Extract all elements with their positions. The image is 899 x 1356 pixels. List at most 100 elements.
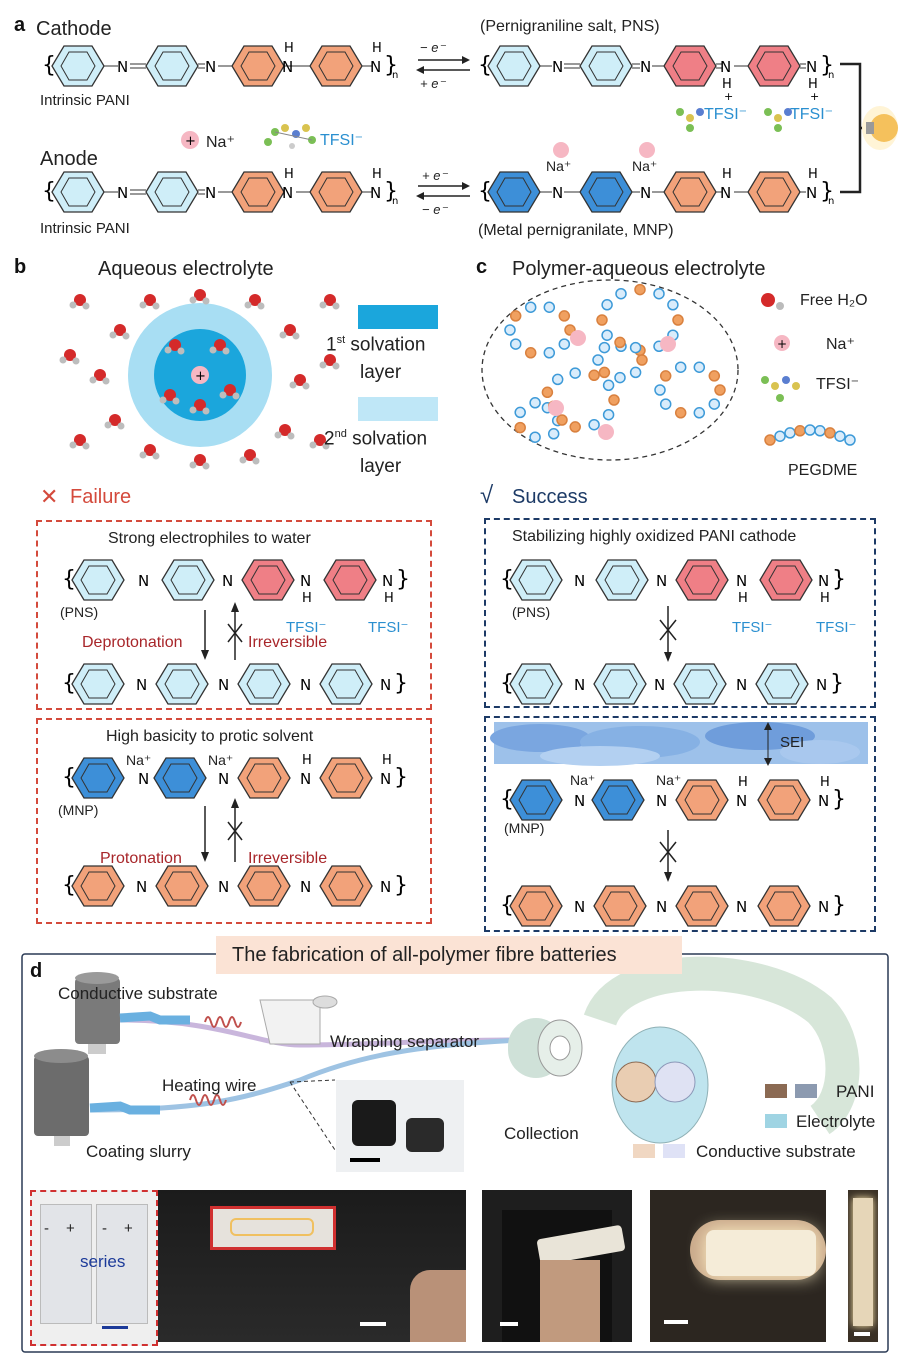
pegdme-bead	[601, 299, 613, 311]
pegdme-bead	[588, 369, 600, 382]
pns-tag: (PNS)	[512, 604, 551, 620]
water-hydrogen	[122, 332, 130, 340]
pegdme-bead	[674, 407, 687, 419]
legend-electrolyte-label: Electrolyte	[796, 1112, 876, 1131]
water-oxygen	[169, 339, 181, 351]
svg-text:N: N	[640, 184, 651, 202]
water-oxygen	[279, 424, 291, 436]
pegdme-bead	[614, 336, 626, 349]
tfsi-molecule-icon	[676, 108, 704, 132]
series-label: series	[80, 1252, 126, 1271]
svg-text:N: N	[218, 770, 229, 788]
pegdme-bead	[636, 354, 648, 366]
second-solvation-layer-label: layer	[360, 456, 402, 477]
svg-text:{: {	[478, 179, 492, 204]
pegdme-bead	[556, 414, 568, 426]
pegdme-bead	[708, 370, 721, 382]
svg-text:}: }	[396, 567, 410, 592]
success-box2-mnp-chain: { N N N H N H }	[500, 775, 846, 821]
first-solvation-layer-label: layer	[360, 362, 402, 383]
pegdme-label: PEGDME	[788, 462, 858, 479]
water-hydrogen	[332, 362, 340, 370]
irreversible-label: Irreversible	[248, 850, 328, 867]
pegdme-bead	[608, 394, 620, 406]
svg-text:N: N	[370, 58, 381, 76]
svg-text:H: H	[738, 775, 748, 790]
svg-text:{: {	[500, 893, 514, 918]
pegdme-bead	[569, 421, 581, 433]
deprotonation-label: Deprotonation	[82, 634, 183, 651]
svg-text:}: }	[394, 765, 408, 790]
water-hydrogen	[109, 331, 117, 339]
pegdme-bead	[529, 397, 541, 409]
svg-text:{: {	[62, 567, 76, 592]
water-oxygen	[194, 289, 206, 301]
pegdme-bead	[514, 421, 526, 434]
water-hydrogen	[292, 332, 300, 340]
svg-text:+: +	[724, 90, 733, 103]
svg-text:N: N	[282, 184, 293, 202]
water-hydrogen	[139, 451, 147, 459]
heating-coil-2	[189, 1094, 227, 1106]
pegdme-bead	[547, 428, 560, 440]
water-oxygen	[109, 414, 121, 426]
polymer-aqueous-diagram	[481, 279, 739, 461]
water-hydrogen	[117, 422, 125, 430]
water-oxygen	[94, 369, 106, 381]
tfsi-label: TFSI⁻	[816, 376, 860, 393]
water-oxygen	[249, 294, 261, 306]
na-label: Na⁺	[632, 158, 658, 174]
na-ion	[548, 400, 564, 416]
sei-layer	[490, 722, 868, 766]
na-ion	[570, 330, 586, 346]
mnp-tag: (MNP)	[504, 820, 545, 836]
terminal-minus: -	[102, 1220, 107, 1237]
svg-text:N: N	[300, 676, 311, 694]
tfsi-label: TFSI⁻	[732, 619, 773, 636]
success-box1-title: Stabilizing highly oxidized PANI cathode	[512, 528, 797, 545]
second-solvation-swatch	[358, 397, 438, 421]
na-label: Na⁺	[570, 772, 596, 788]
svg-text:N: N	[222, 572, 233, 590]
pegdme-bead	[693, 361, 706, 373]
light-bulb-icon	[862, 106, 898, 150]
panel-label-a: a	[14, 14, 26, 36]
pegdme-legend-bead	[804, 424, 816, 436]
svg-text:N: N	[806, 184, 817, 202]
na-ion	[598, 424, 614, 440]
success-icon: √	[480, 482, 494, 509]
water-oxygen	[164, 389, 176, 401]
pegdme-bead	[541, 386, 554, 399]
terminal-plus: +	[124, 1220, 133, 1237]
water-hydrogen	[69, 301, 77, 309]
anode-label: Anode	[40, 148, 98, 170]
success-label: Success	[512, 486, 588, 508]
water-oxygen	[194, 454, 206, 466]
water-hydrogen	[202, 297, 210, 305]
svg-text:N: N	[656, 572, 667, 590]
water-hydrogen	[332, 302, 340, 310]
svg-text:}: }	[820, 53, 834, 78]
water-oxygen	[324, 354, 336, 366]
failure-box-2	[36, 718, 432, 924]
panel-d-banner	[216, 936, 682, 974]
water-hydrogen	[102, 377, 110, 385]
svg-text:H: H	[302, 753, 312, 768]
pegdme-bead	[708, 398, 721, 410]
water-hydrogen	[287, 432, 295, 440]
pegdme-bead	[654, 384, 666, 396]
pegdme-bead	[601, 329, 613, 341]
water-oxygen	[244, 449, 256, 461]
free-water-icon	[761, 293, 784, 310]
svg-text:N: N	[218, 676, 229, 694]
second-solvation-label: 2nd solvation	[324, 428, 428, 450]
svg-text:n: n	[392, 70, 398, 81]
svg-text:N: N	[282, 58, 293, 76]
pegdme-bead	[588, 418, 600, 431]
svg-text:N: N	[806, 58, 817, 76]
na-label: Na⁺	[208, 752, 234, 768]
arrow-label: + e⁻	[420, 76, 446, 91]
water-hydrogen	[189, 406, 197, 414]
pegdme-bead	[509, 310, 522, 322]
protonation-label: Protonation	[100, 850, 182, 867]
